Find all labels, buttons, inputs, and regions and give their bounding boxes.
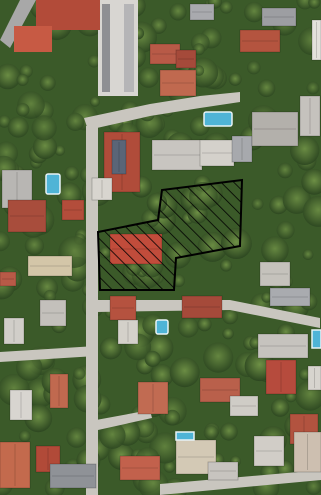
tree xyxy=(66,427,87,448)
house-roof xyxy=(109,295,137,321)
house-roof xyxy=(299,95,321,137)
tree xyxy=(169,3,187,21)
house-roof xyxy=(251,111,299,147)
house-roof xyxy=(49,373,69,409)
tree xyxy=(228,72,242,86)
tree xyxy=(16,103,30,117)
tree xyxy=(7,116,29,138)
tree xyxy=(73,367,86,380)
tree xyxy=(270,398,290,417)
house-roof xyxy=(259,261,291,287)
tree xyxy=(144,350,161,367)
house-roof xyxy=(7,199,47,233)
tree xyxy=(18,430,31,442)
tree xyxy=(177,316,199,338)
tree xyxy=(261,292,273,303)
tree xyxy=(138,67,159,88)
house-roof xyxy=(111,139,127,175)
house-roof xyxy=(269,287,311,307)
tree xyxy=(302,249,314,260)
tree xyxy=(251,198,264,210)
house-roof xyxy=(0,441,31,489)
swimming-pools xyxy=(45,111,321,441)
tree xyxy=(277,162,293,179)
tree xyxy=(220,259,233,272)
tree xyxy=(99,422,126,449)
tree xyxy=(276,221,295,240)
tree xyxy=(0,231,10,252)
house-roof xyxy=(229,395,259,417)
house-roof xyxy=(207,461,239,481)
tree xyxy=(247,60,261,75)
tree xyxy=(0,63,21,90)
tree xyxy=(39,74,56,91)
tree xyxy=(16,354,43,381)
tree xyxy=(257,79,276,98)
house-roof xyxy=(39,299,67,327)
tree xyxy=(150,364,174,387)
tree xyxy=(31,115,57,141)
tree xyxy=(305,479,321,495)
tree xyxy=(64,166,79,181)
house-roof xyxy=(119,455,161,481)
house-roof xyxy=(137,381,169,415)
house-roof xyxy=(61,199,85,221)
house-roof xyxy=(49,463,97,489)
buildings xyxy=(0,3,321,489)
tree xyxy=(219,0,233,14)
house-roof xyxy=(189,3,215,21)
tree xyxy=(301,168,321,195)
house-roof xyxy=(261,7,297,27)
house-roof xyxy=(117,319,139,345)
tree xyxy=(308,0,321,9)
tree xyxy=(66,112,85,131)
house-roof xyxy=(181,295,223,319)
tree xyxy=(222,308,239,325)
tree xyxy=(16,73,29,86)
tree xyxy=(302,195,321,227)
house-roof xyxy=(27,255,73,277)
highlighted-parcel xyxy=(96,178,244,291)
tree xyxy=(0,115,11,128)
tree xyxy=(163,460,176,473)
house-roof xyxy=(9,389,33,421)
house-roof xyxy=(257,333,309,359)
house-roof xyxy=(253,435,285,467)
house-roof xyxy=(91,177,113,201)
house-roof xyxy=(239,29,281,53)
tree xyxy=(99,337,122,360)
tree xyxy=(24,236,44,256)
tree xyxy=(222,327,234,340)
tree xyxy=(54,145,66,156)
house-roof xyxy=(311,19,321,61)
tree xyxy=(169,357,200,388)
tree xyxy=(164,409,181,426)
house-roof xyxy=(175,49,197,69)
tree xyxy=(89,96,100,107)
house-roof xyxy=(0,271,17,287)
tree xyxy=(87,54,101,68)
house-roof xyxy=(307,365,321,391)
tree xyxy=(203,342,234,373)
tree xyxy=(32,134,58,160)
house-roof xyxy=(199,377,241,403)
house-roof xyxy=(159,69,197,97)
apartment-block xyxy=(14,0,138,96)
house-roof xyxy=(293,431,321,473)
house-roof xyxy=(231,135,253,163)
tree xyxy=(203,425,219,440)
house-roof xyxy=(151,139,203,171)
tree xyxy=(261,236,289,264)
tree xyxy=(243,1,265,23)
tree xyxy=(197,317,212,332)
tree xyxy=(43,289,57,303)
tree xyxy=(220,422,238,441)
house-roof xyxy=(265,359,297,395)
house-roof xyxy=(3,317,25,345)
tree xyxy=(193,65,205,76)
tree xyxy=(306,81,320,95)
